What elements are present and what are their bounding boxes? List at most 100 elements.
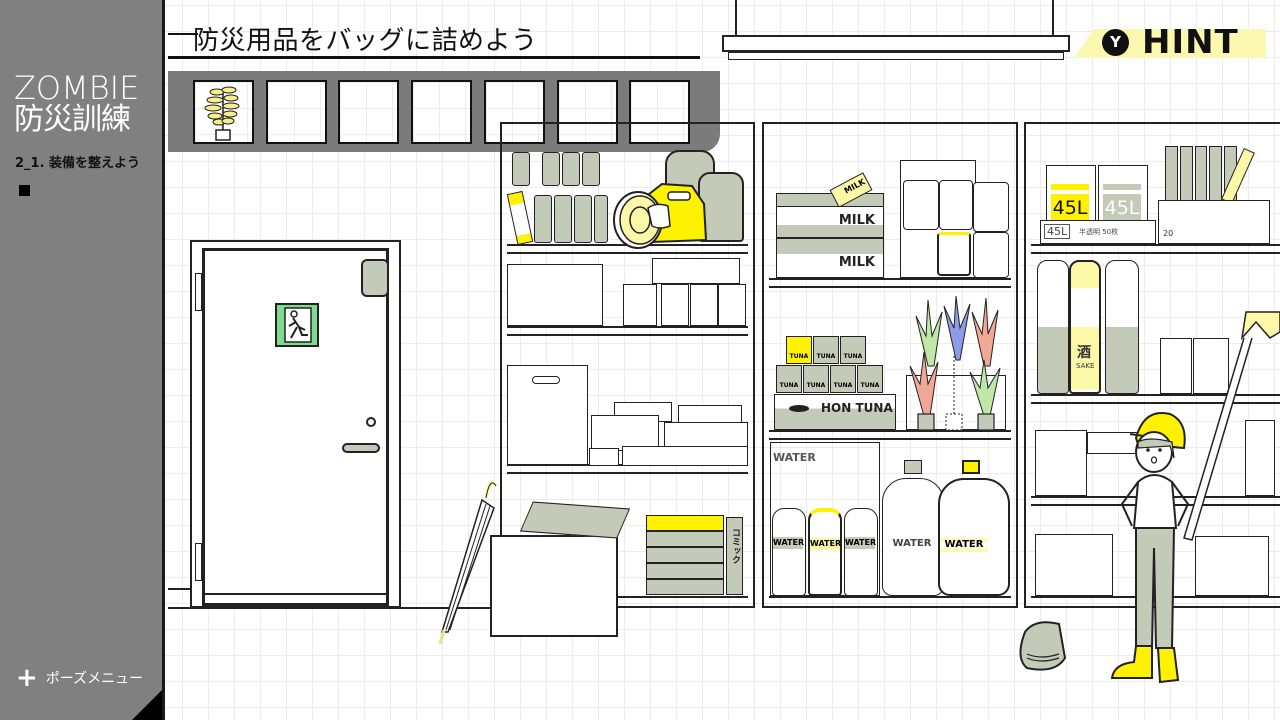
shelf-right-board-2 bbox=[1031, 394, 1280, 396]
randoseru-backpack[interactable] bbox=[1015, 618, 1071, 674]
small-drawer bbox=[690, 284, 718, 326]
milk-label: MILK bbox=[838, 213, 875, 228]
light-wire-left bbox=[735, 0, 737, 36]
tuna-can: TUNA bbox=[776, 365, 802, 393]
water-jug-cap bbox=[904, 460, 922, 474]
inventory-slot-1[interactable] bbox=[193, 80, 254, 144]
water-label: WATER bbox=[773, 537, 805, 549]
storage-box bbox=[591, 415, 659, 451]
radio-lantern-icon bbox=[613, 182, 708, 249]
pause-menu-button[interactable]: + ポーズメニュー bbox=[16, 663, 144, 693]
toilet-roll bbox=[973, 232, 1009, 278]
door-kickplate bbox=[205, 593, 387, 595]
shelf-left-board-2 bbox=[507, 326, 748, 328]
inventory-slot-3[interactable] bbox=[338, 80, 399, 144]
chapter-label: 2_1. 装備を整えよう bbox=[15, 156, 141, 171]
comic-spine-label: コミック bbox=[726, 517, 743, 595]
tuna-can: TUNA bbox=[840, 336, 866, 364]
plus-icon: + bbox=[16, 663, 38, 693]
water-jug-cap bbox=[962, 460, 980, 474]
player-character[interactable] bbox=[1108, 408, 1208, 688]
envelope-box: 20 bbox=[1158, 200, 1270, 244]
game-logo-en: ZOMBIE bbox=[14, 69, 140, 107]
storage-box bbox=[1035, 534, 1113, 596]
title-rule-left bbox=[168, 33, 198, 35]
milk-label: MILK bbox=[838, 255, 875, 270]
plant-icon bbox=[909, 295, 1001, 431]
toilet-roll-single[interactable] bbox=[937, 232, 971, 276]
milk-box: MILK bbox=[776, 238, 884, 278]
floor-line bbox=[168, 607, 500, 609]
hint-button[interactable]: Y HINT bbox=[1074, 29, 1266, 58]
inventory-slot-7[interactable] bbox=[629, 80, 690, 144]
toilet-roll bbox=[903, 180, 939, 230]
step-ladder bbox=[1180, 308, 1280, 548]
water-label: WATER bbox=[845, 537, 877, 549]
tuna-can: TUNA bbox=[813, 336, 839, 364]
umbrella[interactable] bbox=[438, 472, 498, 647]
bag-size-label: 45L bbox=[1103, 194, 1141, 222]
water-label: WATER bbox=[892, 538, 932, 549]
hint-label: HINT bbox=[1142, 22, 1239, 62]
tuna-can: TUNA bbox=[857, 365, 883, 393]
door-hinge-bottom bbox=[195, 543, 202, 581]
cardboard-box[interactable] bbox=[490, 535, 618, 637]
storage-box bbox=[678, 405, 742, 423]
shelf-left bbox=[500, 122, 755, 608]
task-title: 防災用品をバッグに詰めよう bbox=[193, 26, 538, 56]
ladder-icon bbox=[1183, 311, 1280, 541]
tuna-can-yellow[interactable]: TUNA bbox=[786, 336, 812, 364]
storage-box bbox=[652, 258, 740, 284]
shelf-middle-board-3 bbox=[769, 596, 1011, 598]
potted-plant-icon bbox=[204, 86, 240, 141]
garbage-bag-box: 45L 半透明 50枚 bbox=[1040, 220, 1156, 244]
sake-bottle-yellow[interactable]: 酒 SAKE bbox=[1069, 260, 1101, 394]
shelf-left-board-4 bbox=[507, 596, 748, 598]
inventory-slot-2[interactable] bbox=[266, 80, 327, 144]
potted-plants[interactable] bbox=[906, 295, 1006, 431]
storage-box bbox=[622, 446, 748, 466]
exit-sign bbox=[275, 303, 319, 347]
inventory-slot-4[interactable] bbox=[411, 80, 472, 144]
water-label: WATER bbox=[810, 538, 842, 550]
toilet-roll bbox=[973, 182, 1009, 232]
inventory-slot-6[interactable] bbox=[557, 80, 618, 144]
running-man-icon bbox=[284, 307, 312, 343]
water-jug-yellow[interactable]: WATER bbox=[938, 478, 1010, 596]
storage-box bbox=[664, 422, 748, 448]
shelf-middle-board-1b bbox=[769, 286, 1011, 288]
y-button-icon: Y bbox=[1102, 29, 1129, 56]
light-wire-right bbox=[1052, 0, 1054, 36]
character-icon bbox=[1110, 412, 1190, 684]
water-jug: WATER bbox=[882, 478, 944, 596]
tuna-can: TUNA bbox=[803, 365, 829, 393]
tuna-box-label: HON TUNA bbox=[821, 401, 893, 415]
door-handle[interactable] bbox=[342, 443, 380, 453]
storage-box bbox=[1035, 430, 1087, 496]
corner-decoration bbox=[132, 690, 162, 720]
hand-crank-radio[interactable] bbox=[612, 178, 710, 250]
shelf-right-board-2b bbox=[1031, 402, 1280, 404]
progress-indicator bbox=[19, 185, 30, 196]
toilet-roll bbox=[939, 180, 973, 230]
comic-books[interactable]: コミック bbox=[646, 515, 744, 597]
shelf-middle bbox=[762, 122, 1018, 608]
inventory-slot-5[interactable] bbox=[484, 80, 545, 144]
title-underline bbox=[168, 56, 700, 59]
storage-box bbox=[1193, 338, 1229, 394]
shelf-right-board-1b bbox=[1031, 252, 1280, 254]
inventory-bar bbox=[168, 71, 720, 152]
sidebar: ZOMBIE 防災訓練 2_1. 装備を整えよう + ポーズメニュー bbox=[0, 0, 165, 720]
storage-box bbox=[507, 264, 603, 326]
tuna-can: TUNA bbox=[830, 365, 856, 393]
ceiling-light-tube bbox=[728, 52, 1064, 60]
exit-door[interactable] bbox=[202, 248, 389, 606]
backpack-icon bbox=[1019, 621, 1067, 671]
pause-menu-label: ポーズメニュー bbox=[45, 671, 144, 687]
shelf-middle-board-1 bbox=[769, 278, 1011, 280]
storage-box bbox=[589, 448, 619, 466]
storage-box bbox=[1195, 536, 1269, 596]
water-bottle-yellow[interactable]: WATER bbox=[808, 508, 842, 596]
water-bottle: WATER bbox=[772, 508, 806, 596]
shelf-left-board-2b bbox=[507, 334, 748, 336]
